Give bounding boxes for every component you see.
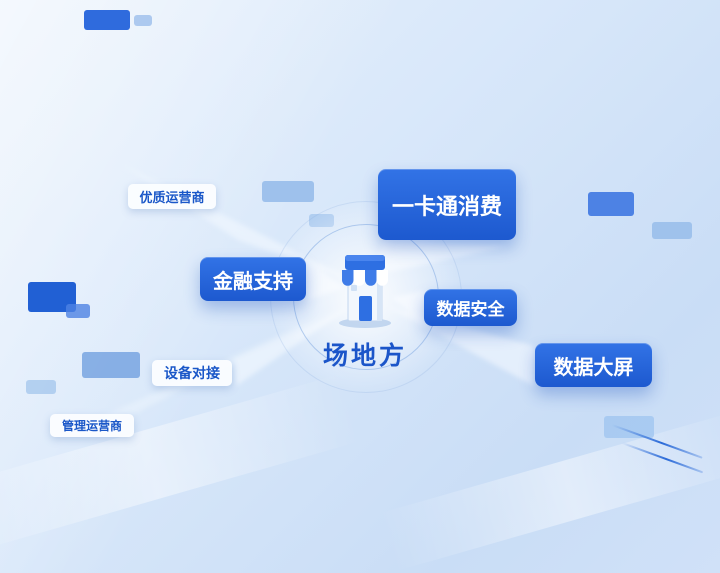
decor-diagonal-line xyxy=(621,442,704,474)
node-one-card-consumption[interactable]: 一卡通消费 xyxy=(378,169,516,240)
background-streak xyxy=(0,373,362,557)
decor-block xyxy=(652,222,692,239)
node-management-operators: 管理运营商 xyxy=(50,414,134,437)
node-data-big-screen[interactable]: 数据大屏 xyxy=(535,343,652,387)
background-streak xyxy=(379,408,720,572)
decor-block xyxy=(84,10,130,30)
decor-block xyxy=(134,15,152,26)
decor-block xyxy=(588,192,634,216)
node-data-security[interactable]: 数据安全 xyxy=(424,289,517,326)
decor-block xyxy=(604,416,654,438)
center-label: 场地方 xyxy=(322,341,407,370)
decor-block xyxy=(26,380,56,394)
storefront-icon xyxy=(322,243,408,333)
decor-block xyxy=(66,304,90,318)
node-device-docking: 设备对接 xyxy=(152,360,232,386)
decor-block xyxy=(309,214,334,227)
decor-block xyxy=(262,181,314,202)
node-quality-operators: 优质运营商 xyxy=(128,184,216,209)
decor-block xyxy=(82,352,140,378)
node-financial-support[interactable]: 金融支持 xyxy=(200,257,306,301)
